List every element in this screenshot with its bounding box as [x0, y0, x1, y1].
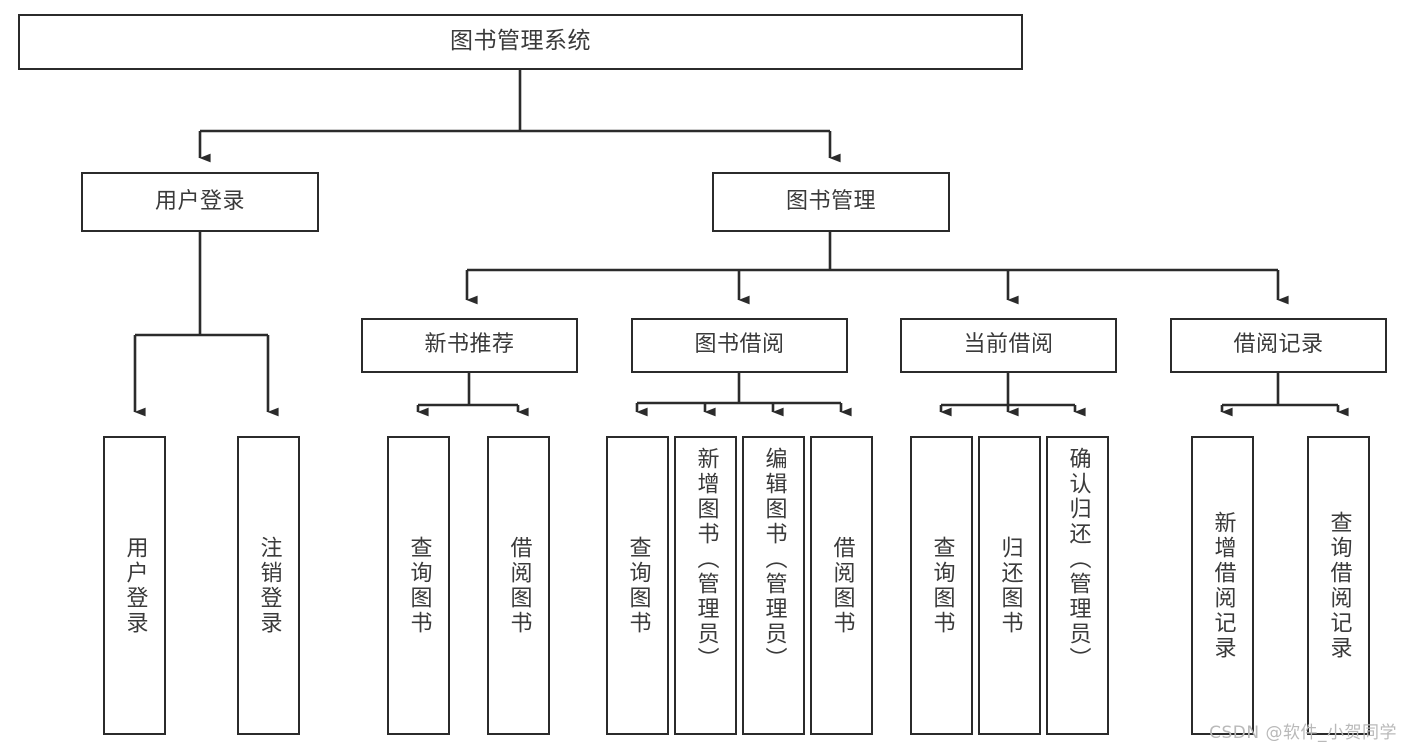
node-user-login[interactable]: 用户登录 — [81, 172, 319, 232]
leaf-borrow-record-add-record[interactable]: 新增借阅记录 — [1191, 436, 1254, 735]
leaf-current-borrow-query-book[interactable]: 查询图书 — [910, 436, 973, 735]
node-label: 借阅记录 — [1233, 332, 1324, 358]
node-label: 查询图书 — [406, 535, 432, 636]
leaf-book-borrow-query-book[interactable]: 查询图书 — [606, 436, 669, 735]
node-label: 图书管理 — [785, 188, 876, 214]
node-label: 借阅图书 — [506, 535, 532, 636]
node-book-management[interactable]: 图书管理 — [712, 172, 950, 232]
node-label: 新增图书（管理员） — [693, 447, 719, 672]
node-book-borrow[interactable]: 图书借阅 — [631, 318, 848, 373]
leaf-book-borrow-edit-book-admin[interactable]: 编辑图书（管理员） — [742, 436, 805, 735]
node-borrow-record[interactable]: 借阅记录 — [1170, 318, 1387, 373]
node-label: 注销登录 — [256, 535, 282, 636]
leaf-borrow-record-query-record[interactable]: 查询借阅记录 — [1307, 436, 1370, 735]
node-label: 编辑图书（管理员） — [761, 447, 787, 672]
csdn-watermark: CSDN @软件_小贺同学 — [1209, 723, 1397, 743]
leaf-current-borrow-confirm-return-admin[interactable]: 确认归还（管理员） — [1046, 436, 1109, 735]
node-label: 新书推荐 — [424, 332, 515, 358]
node-label: 用户登录 — [122, 535, 148, 636]
node-label: 用户登录 — [154, 188, 245, 214]
node-label: 归还图书 — [997, 535, 1023, 636]
node-current-borrow[interactable]: 当前借阅 — [900, 318, 1117, 373]
node-label: 新增借阅记录 — [1210, 510, 1236, 661]
node-label: 查询图书 — [929, 535, 955, 636]
node-label: 当前借阅 — [963, 332, 1054, 358]
node-label: 查询图书 — [625, 535, 651, 636]
leaf-current-borrow-return-book[interactable]: 归还图书 — [978, 436, 1041, 735]
leaf-book-borrow-borrow-book[interactable]: 借阅图书 — [810, 436, 873, 735]
leaf-user-login-logout[interactable]: 注销登录 — [237, 436, 300, 735]
node-label: 查询借阅记录 — [1326, 510, 1352, 661]
node-label: 确认归还（管理员） — [1065, 447, 1091, 672]
node-new-book-recommend[interactable]: 新书推荐 — [361, 318, 578, 373]
node-root-system[interactable]: 图书管理系统 — [18, 14, 1023, 70]
leaf-user-login-login[interactable]: 用户登录 — [103, 436, 166, 735]
node-label: 借阅图书 — [829, 535, 855, 636]
leaf-new-book-query-book[interactable]: 查询图书 — [387, 436, 450, 735]
node-label: 图书借阅 — [694, 332, 785, 358]
leaf-book-borrow-add-book-admin[interactable]: 新增图书（管理员） — [674, 436, 737, 735]
node-label: 图书管理系统 — [450, 28, 591, 55]
leaf-new-book-borrow-book[interactable]: 借阅图书 — [487, 436, 550, 735]
